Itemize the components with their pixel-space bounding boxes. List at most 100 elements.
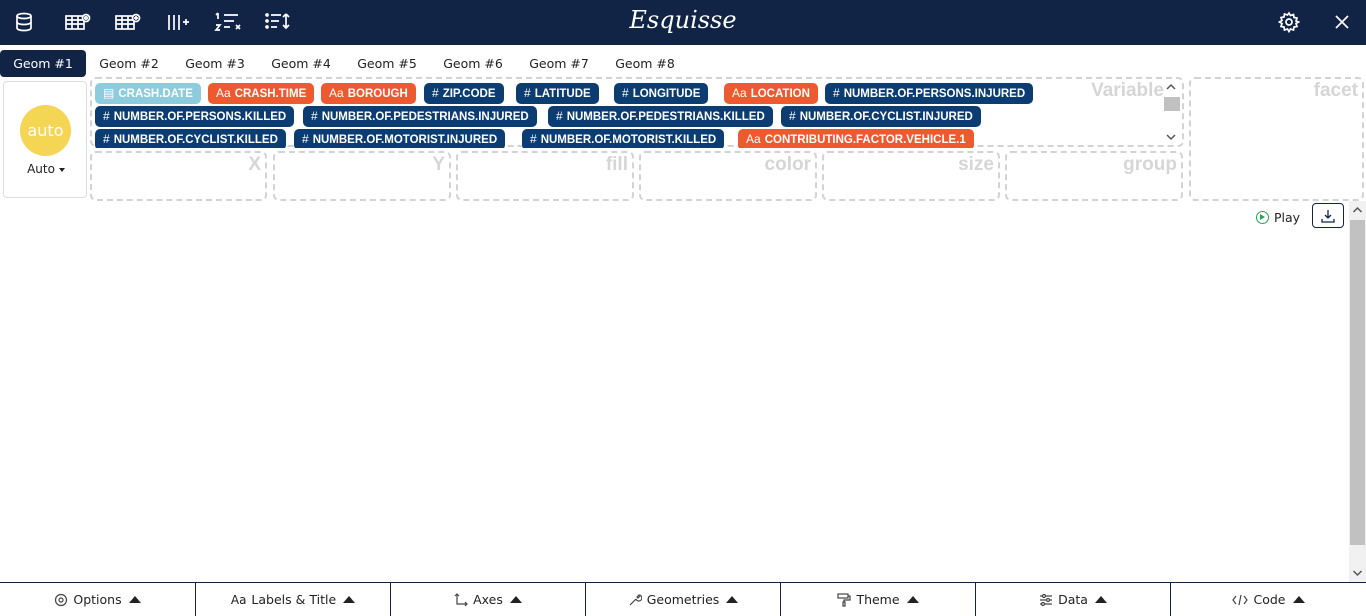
- hash-icon: #: [833, 86, 840, 100]
- auto-geom-icon: auto: [20, 105, 71, 156]
- scroll-up-icon[interactable]: [1352, 205, 1363, 215]
- gear-icon: [55, 593, 68, 606]
- labels-title-button[interactable]: Aa Labels & Title: [196, 583, 391, 616]
- scroll-down-icon[interactable]: [1166, 132, 1176, 142]
- variables-scrollbar[interactable]: [1163, 80, 1181, 146]
- color-dropzone[interactable]: color: [639, 151, 817, 201]
- download-icon: [1321, 209, 1335, 223]
- facet-dropzone[interactable]: facet: [1189, 77, 1364, 201]
- scroll-up-icon[interactable]: [1166, 82, 1176, 92]
- axes-icon: [454, 592, 468, 606]
- tab-geom-8[interactable]: Geom #8: [615, 56, 675, 71]
- scrollbar-thumb[interactable]: [1164, 97, 1180, 111]
- fill-dropzone[interactable]: fill: [456, 151, 634, 201]
- code-button[interactable]: Code: [1171, 583, 1366, 616]
- text-type-icon: Aa: [230, 592, 247, 607]
- variable-chip[interactable]: #ZIP.CODE: [424, 83, 504, 104]
- table-edit-icon[interactable]: [114, 10, 142, 34]
- hash-icon: #: [103, 109, 110, 123]
- variable-chip[interactable]: #NUMBER.OF.PEDESTRIANS.KILLED: [548, 106, 773, 127]
- table-view-icon[interactable]: [64, 10, 92, 34]
- hash-icon: #: [556, 109, 563, 123]
- sort-list-icon[interactable]: [264, 10, 292, 34]
- play-button[interactable]: Play: [1256, 208, 1300, 226]
- variable-chip[interactable]: #NUMBER.OF.PERSONS.INJURED: [825, 83, 1034, 104]
- hash-icon: #: [432, 86, 439, 100]
- calendar-icon: ▤: [103, 86, 115, 100]
- fill-label: fill: [605, 154, 628, 175]
- geom-selector[interactable]: auto Auto: [3, 81, 87, 198]
- top-navbar: Esquisse: [0, 0, 1366, 45]
- tab-geom-5[interactable]: Geom #5: [357, 56, 417, 71]
- scrollbar-thumb[interactable]: [1350, 220, 1365, 545]
- x-label: X: [248, 154, 261, 175]
- caret-up-icon: [343, 596, 356, 603]
- variable-chip[interactable]: #NUMBER.OF.PEDESTRIANS.INJURED: [303, 106, 537, 127]
- tab-geom-1[interactable]: Geom #1: [0, 50, 86, 77]
- hash-icon: #: [524, 86, 531, 100]
- hash-icon: #: [622, 86, 629, 100]
- variable-chip[interactable]: #NUMBER.OF.CYCLIST.INJURED: [781, 106, 981, 127]
- size-label: size: [958, 154, 994, 175]
- variable-chip[interactable]: #NUMBER.OF.MOTORIST.KILLED: [522, 129, 725, 148]
- caret-up-icon: [1094, 596, 1107, 603]
- hash-icon: #: [311, 109, 318, 123]
- text-type-icon: Aa: [216, 86, 231, 100]
- close-icon[interactable]: [1328, 10, 1356, 34]
- variable-chip[interactable]: #NUMBER.OF.PERSONS.KILLED: [95, 106, 295, 127]
- size-dropzone[interactable]: size: [822, 151, 1000, 201]
- theme-button[interactable]: Theme: [781, 583, 976, 616]
- caret-up-icon: [128, 596, 141, 603]
- group-label: group: [1123, 154, 1177, 175]
- y-label: Y: [432, 154, 445, 175]
- data-button[interactable]: Data: [976, 583, 1171, 616]
- text-type-icon: Aa: [732, 86, 747, 100]
- download-button[interactable]: [1312, 203, 1344, 228]
- sort-numbers-icon[interactable]: [214, 10, 242, 34]
- geometries-button[interactable]: Geometries: [586, 583, 781, 616]
- text-type-icon: Aa: [746, 132, 761, 146]
- tab-geom-2[interactable]: Geom #2: [99, 56, 159, 71]
- play-label: Play: [1274, 209, 1301, 225]
- axes-button[interactable]: Axes: [391, 583, 586, 616]
- play-icon: [1256, 210, 1269, 224]
- text-type-icon: Aa: [329, 86, 344, 100]
- variable-chip[interactable]: #LONGITUDE: [614, 83, 709, 104]
- variable-chip[interactable]: ▤CRASH.DATE: [95, 83, 201, 104]
- group-dropzone[interactable]: group: [1005, 151, 1183, 201]
- tab-geom-4[interactable]: Geom #4: [271, 56, 331, 71]
- y-dropzone[interactable]: Y: [273, 151, 451, 201]
- database-icon[interactable]: [10, 10, 38, 34]
- tab-geom-7[interactable]: Geom #7: [529, 56, 589, 71]
- color-label: color: [764, 154, 811, 175]
- wrench-icon: [629, 593, 642, 605]
- variable-chip[interactable]: #NUMBER.OF.MOTORIST.INJURED: [294, 129, 506, 148]
- app-title: Esquisse: [629, 6, 737, 34]
- scroll-down-icon[interactable]: [1352, 568, 1363, 578]
- bottom-controls: Options Aa Labels & Title Axes Geometrie…: [0, 582, 1366, 616]
- main-scrollbar[interactable]: [1349, 201, 1366, 582]
- tab-geom-6[interactable]: Geom #6: [443, 56, 503, 71]
- code-icon: [1232, 594, 1249, 605]
- hash-icon: #: [103, 132, 110, 146]
- variable-chip[interactable]: #LATITUDE: [516, 83, 599, 104]
- tab-geom-3[interactable]: Geom #3: [185, 56, 245, 71]
- x-dropzone[interactable]: X: [90, 151, 267, 201]
- add-columns-icon[interactable]: [164, 10, 192, 34]
- variable-chip[interactable]: #NUMBER.OF.CYCLIST.KILLED: [95, 129, 286, 148]
- gear-icon[interactable]: [1275, 10, 1303, 34]
- caret-up-icon: [509, 596, 522, 603]
- geom-select-label[interactable]: Auto: [4, 162, 88, 176]
- variables-label: Variable: [1091, 80, 1164, 101]
- hash-icon: #: [302, 132, 309, 146]
- caret-up-icon: [1292, 596, 1305, 603]
- facet-label: facet: [1313, 80, 1358, 101]
- options-button[interactable]: Options: [0, 583, 196, 616]
- hash-icon: #: [530, 132, 537, 146]
- caret-up-icon: [906, 596, 919, 603]
